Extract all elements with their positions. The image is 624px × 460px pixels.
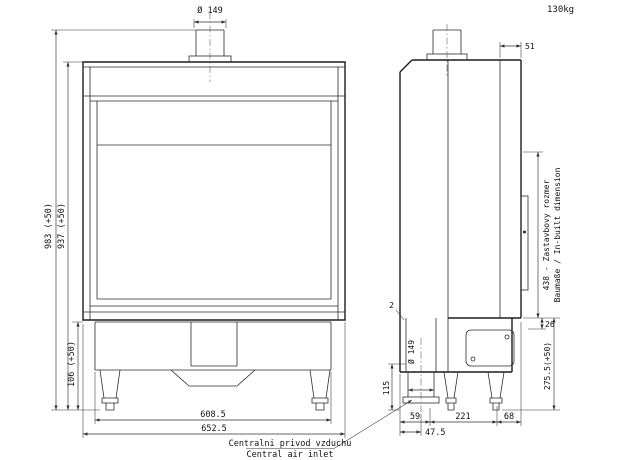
side-body-inner-lines bbox=[447, 60, 501, 372]
front-gap-label: 2 bbox=[389, 301, 394, 310]
side-body-outline bbox=[399, 59, 522, 373]
side-rear-plate bbox=[465, 329, 515, 367]
height-total-label: 983 (+50) bbox=[44, 203, 54, 249]
air-inlet-callout: Centralni privod vzduchu Central air inl… bbox=[229, 399, 413, 460]
depth-front-label: 59 bbox=[410, 412, 420, 422]
side-view bbox=[399, 24, 529, 414]
air-diameter-label: Ø 149 bbox=[406, 340, 416, 364]
height-body-label: 937 (+50) bbox=[57, 203, 67, 249]
depth-rear-label: 68 bbox=[504, 412, 514, 422]
height-base-label: 106 (+50) bbox=[67, 341, 77, 387]
bracket-screw-dot bbox=[523, 230, 526, 234]
rear-plate-hole-top bbox=[504, 334, 510, 340]
front-extension-lines bbox=[51, 19, 346, 438]
width-inner-label: 608.5 bbox=[200, 410, 226, 420]
front-gap-leader bbox=[395, 309, 405, 321]
front-legs bbox=[99, 369, 331, 399]
side-feet bbox=[445, 397, 503, 411]
front-feet bbox=[101, 397, 329, 411]
air-inlet-label-line2: Central air inlet bbox=[247, 450, 334, 460]
side-air-duct bbox=[405, 318, 437, 397]
front-body-outline bbox=[82, 61, 346, 321]
air-offset-label: 47.5 bbox=[425, 428, 445, 438]
front-dimensions: Ø 149 983 (+50) 937 (+50) 106 (+50) 608.… bbox=[44, 5, 346, 438]
front-door-glass bbox=[96, 101, 332, 300]
air-height-label: 115 bbox=[382, 381, 391, 396]
front-flue-diameter-label: Ø 149 bbox=[197, 5, 223, 16]
inbuilt-label-line1: 438 - Zastavbovy rozmer bbox=[542, 179, 551, 290]
top-rear-label: 51 bbox=[525, 42, 535, 51]
air-inlet-label-line1: Centralni privod vzduchu bbox=[229, 439, 352, 449]
depth-mid-label: 221 bbox=[455, 412, 470, 422]
side-dimensions: 51 438 - Zastavbovy rozmer Baumaße / In-… bbox=[382, 42, 562, 438]
side-wall-bracket bbox=[520, 195, 529, 291]
weight-label: 130kg bbox=[547, 5, 574, 15]
front-base bbox=[94, 321, 332, 387]
width-overall-label: 652.5 bbox=[201, 424, 227, 434]
rear-gap-label: 26 bbox=[545, 320, 555, 329]
front-view bbox=[82, 12, 346, 411]
front-body-frame-lines bbox=[83, 66, 345, 320]
rear-plate-hole-bottom bbox=[470, 356, 476, 362]
side-legs bbox=[443, 371, 505, 399]
side-extension-lines bbox=[388, 42, 560, 436]
air-inlet-leader-line bbox=[246, 399, 413, 449]
inbuilt-label-line2: Baumaße / In-built dimension bbox=[553, 167, 562, 302]
rear-height-label: 275.5(+50) bbox=[543, 342, 552, 390]
